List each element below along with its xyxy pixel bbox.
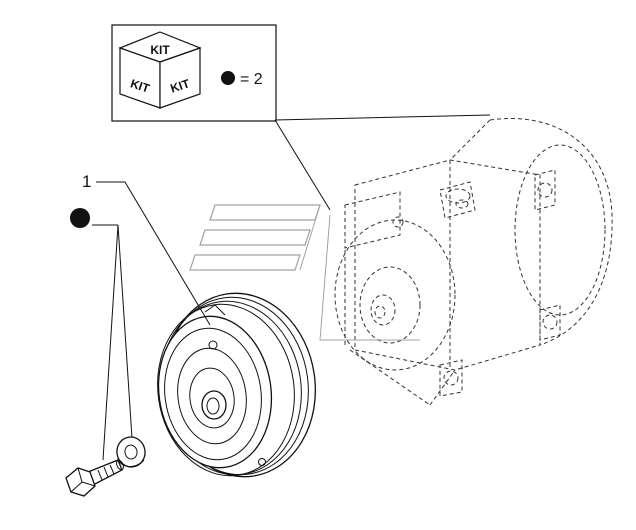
compressor-outline xyxy=(334,118,613,406)
watermark-logo xyxy=(189,204,420,341)
kit-label-left: KIT xyxy=(129,76,152,95)
kit-bullet-icon xyxy=(221,71,235,85)
callout-leader-1 xyxy=(96,181,211,326)
kit-leader-line-diag xyxy=(274,119,331,211)
hex-bolt xyxy=(65,459,124,497)
kit-bullet-marker xyxy=(70,208,90,228)
callout-number-1: 1 xyxy=(82,172,91,191)
kit-leader-line-top xyxy=(274,114,491,121)
kit-label-right: KIT xyxy=(169,76,192,95)
washer-leader-line xyxy=(117,224,133,439)
kit-cube-icon: KIT KIT KIT xyxy=(118,31,202,109)
kit-quantity-text: = 2 xyxy=(240,71,263,88)
kit-label-top: KIT xyxy=(150,43,170,57)
clutch-pulley xyxy=(157,292,317,478)
bolt-leader-line xyxy=(102,224,119,461)
kit-legend-box: KIT KIT KIT = 2 xyxy=(111,24,277,122)
